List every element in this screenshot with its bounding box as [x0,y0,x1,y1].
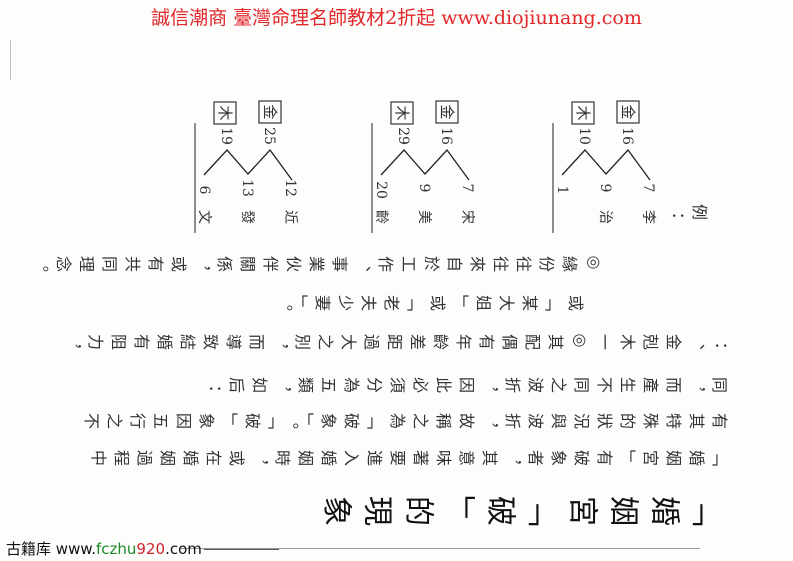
top-number: 19 [218,127,234,145]
name-char: 發 [239,210,255,224]
element-label: 金 [619,104,637,119]
element-box [616,100,640,124]
top-number: 16 [438,127,454,145]
footer-num: 920 [136,540,166,558]
element-label: 金 [438,104,456,119]
footer-www: www. [55,540,96,558]
footer-com: .com [165,540,202,558]
scan-edge [10,40,11,80]
name-char: 齡 [373,210,389,224]
name-char: 李 [640,210,656,224]
element-label: 木 [393,105,411,120]
bottom-number: 9 [416,184,432,193]
footer-mid: fczhu [96,540,137,558]
name-char: 宋 [459,210,475,224]
zigzag-line [380,148,470,181]
top-number: 16 [619,127,635,145]
element-box [390,101,414,125]
name-char: 美 [416,210,432,224]
footer-site: 古籍库 www.fczhu920.com [6,538,279,559]
name-char: 治 [597,210,613,224]
top-number: 25 [261,127,277,145]
top-number: 10 [576,127,592,145]
element-box [435,100,459,124]
footer-rule [203,549,279,550]
name-char: 近 [282,210,298,224]
bottom-number: 7 [459,184,475,193]
bottom-number: 6 [196,186,212,195]
zigzag-line [561,148,651,181]
element-label: 金 [261,104,279,119]
element-box [571,101,595,125]
element-box [213,101,237,125]
bottom-number: 1 [554,186,570,195]
footer-brand: 古籍库 [6,540,52,558]
element-label: 木 [574,105,592,120]
bottom-number: 12 [282,179,298,197]
element-label: 木 [216,105,234,120]
top-number: 29 [395,127,411,145]
bottom-number: 7 [640,184,656,193]
zigzag-line [203,148,293,181]
name-char: 文 [196,210,212,224]
bottom-number: 20 [373,181,389,199]
bottom-number: 9 [597,184,613,193]
divider [180,548,700,549]
watermark-banner: 誠信潮商 臺灣命理名師教材2折起 www.diojiunang.com [151,7,642,29]
bottom-number: 13 [239,179,255,197]
element-box [258,100,282,124]
